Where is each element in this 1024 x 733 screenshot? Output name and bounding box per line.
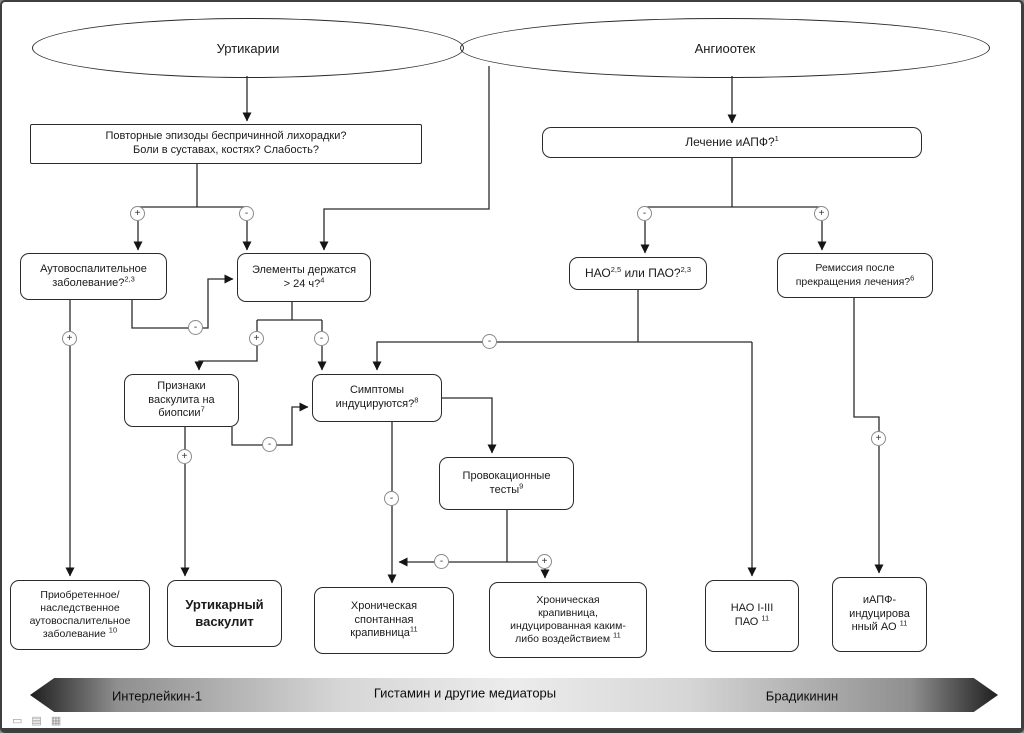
plus-circle: +: [130, 206, 145, 221]
minus-circle: -: [434, 554, 449, 569]
node-hae-aae-question: НАО2,5 или ПАО?2,3: [569, 257, 707, 290]
node-symptoms-induced-question: Симптомы индуцируются?8: [312, 374, 442, 422]
label-interleukin-1: Интерлейкин-1: [111, 688, 203, 704]
minus-circle: -: [384, 491, 399, 506]
thumbnail-icon[interactable]: ▭: [12, 715, 23, 727]
plus-circle: +: [62, 331, 77, 346]
node-acei-treatment-question: Лечение иАПФ?1: [542, 127, 922, 158]
node-provocation-tests: Провокационные тесты9: [439, 457, 574, 510]
statusbar-icons: ▭ ▤ ▦: [12, 715, 61, 727]
node-acei-angioedema-result: иАПФ- индуцирова нный АО 11: [832, 577, 927, 652]
plus-circle: +: [249, 331, 264, 346]
minus-circle: -: [314, 331, 329, 346]
ellipse-angioedema-label: Ангиоотек: [694, 40, 756, 56]
minus-circle: -: [239, 206, 254, 221]
node-chronic-inducible-urticaria-result: Хроническая крапивница, индуцированная к…: [489, 582, 647, 658]
mediator-axis-ribbon: [30, 678, 998, 712]
node-urticarial-vasculitis-result: Уртикарный васкулит: [167, 580, 282, 647]
notes-icon[interactable]: ▦: [50, 715, 62, 727]
plus-circle: +: [177, 449, 192, 464]
ellipse-angioedema: Ангиоотек: [460, 18, 990, 78]
node-wheals-24h-question: Элементы держатся > 24 ч?4: [237, 253, 371, 302]
label-histamine-mediators: Гистамин и другие медиаторы: [373, 685, 557, 701]
plus-circle: +: [871, 431, 886, 446]
plus-circle: +: [537, 554, 552, 569]
plus-circle: +: [814, 206, 829, 221]
node-autoinflammatory-question: Аутовоспалительное заболевание?2,3: [20, 253, 167, 300]
node-chronic-spontaneous-urticaria-result: Хроническая спонтанная крапивница11: [314, 587, 454, 654]
grid-icon[interactable]: ▤: [31, 715, 42, 727]
node-vasculitis-biopsy: Признаки васкулита на биопсии7: [124, 374, 239, 427]
node-autoinflammatory-disease-result: Приобретенное/ наследственное аутовоспал…: [10, 580, 150, 650]
ellipse-urticaria-label: Уртикарии: [216, 40, 280, 56]
minus-circle: -: [262, 437, 277, 452]
ellipse-urticaria: Уртикарии: [32, 18, 464, 78]
minus-circle: -: [188, 320, 203, 335]
node-fever-question: Повторные эпизоды беспричинной лихорадки…: [30, 124, 422, 164]
label-bradykinin: Брадикинин: [765, 688, 839, 704]
minus-circle: -: [637, 206, 652, 221]
minus-circle: -: [482, 334, 497, 349]
node-remission-question: Ремиссия после прекращения лечения?6: [777, 253, 933, 298]
node-hae-aae-result: НАО I-III ПАО 11: [705, 580, 799, 652]
